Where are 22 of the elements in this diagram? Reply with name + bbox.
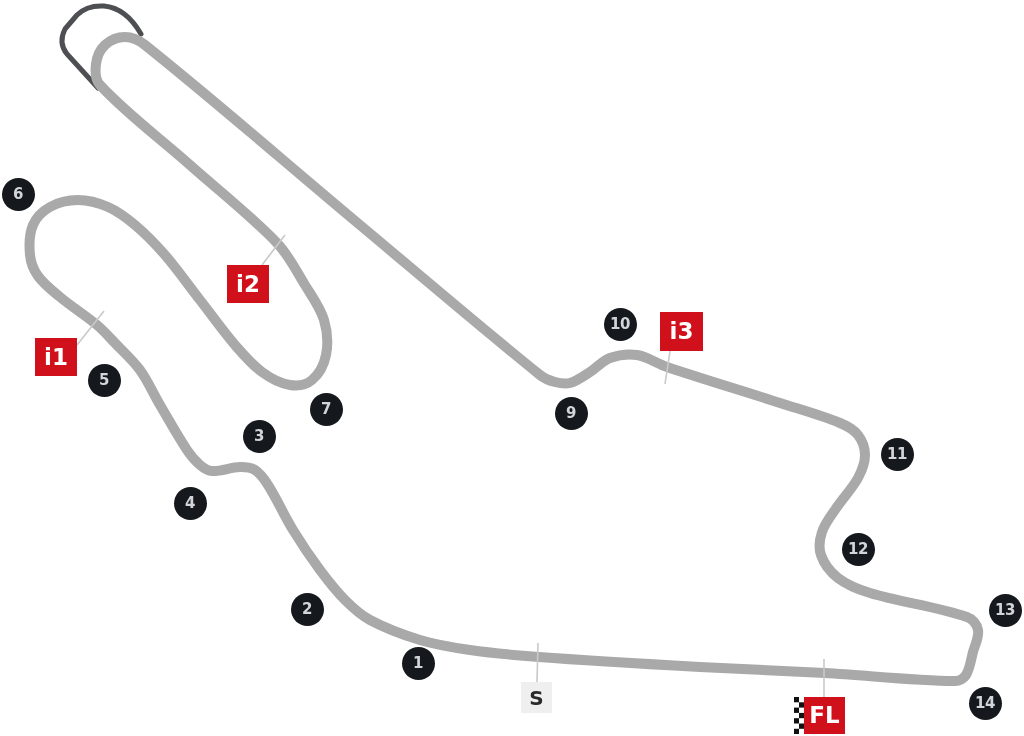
turn-number: 13 (988, 593, 1022, 627)
turn-number: 11 (880, 437, 914, 471)
leader-line (76, 310, 105, 346)
turn-number: 14 (968, 686, 1002, 720)
start-marker: S (521, 682, 552, 713)
leader-line (536, 642, 539, 683)
leader-line (664, 350, 671, 385)
leader-line (261, 234, 286, 266)
leader-line (823, 658, 825, 698)
turn-number: 1 (401, 646, 435, 680)
turn-number: 5 (87, 363, 121, 397)
turn-number: 4 (173, 486, 207, 520)
turn-number: 3 (242, 419, 276, 453)
turn-number: 9 (554, 396, 588, 430)
sector-marker: i1 (35, 338, 77, 376)
turn-number: 10 (603, 307, 637, 341)
turn-number: 7 (309, 392, 343, 426)
turn-number: 6 (1, 177, 35, 211)
turn-number: 12 (841, 532, 875, 566)
sector-marker: i3 (660, 312, 703, 351)
sector-marker: i2 (227, 265, 269, 303)
turn-number: 2 (290, 592, 324, 626)
